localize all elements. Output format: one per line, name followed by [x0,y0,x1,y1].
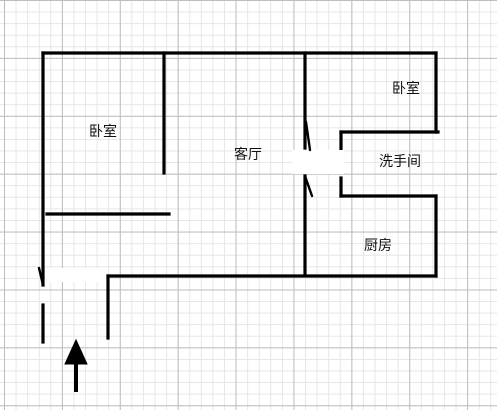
entrance-arrow-icon [64,338,88,392]
doorway-bathroom-patch [292,150,344,174]
doorway-entrance-patch [46,268,106,282]
room-label-living-room: 客厅 [234,147,262,163]
room-label-bedroom-left: 卧室 [89,124,117,140]
room-label-bathroom: 洗手间 [379,154,421,170]
door-stroke-b [303,174,314,198]
room-label-kitchen: 厨房 [364,238,392,254]
door-stroke-a [304,120,312,152]
room-label-bedroom-right: 卧室 [392,81,420,97]
door-stroke-c [37,266,45,287]
